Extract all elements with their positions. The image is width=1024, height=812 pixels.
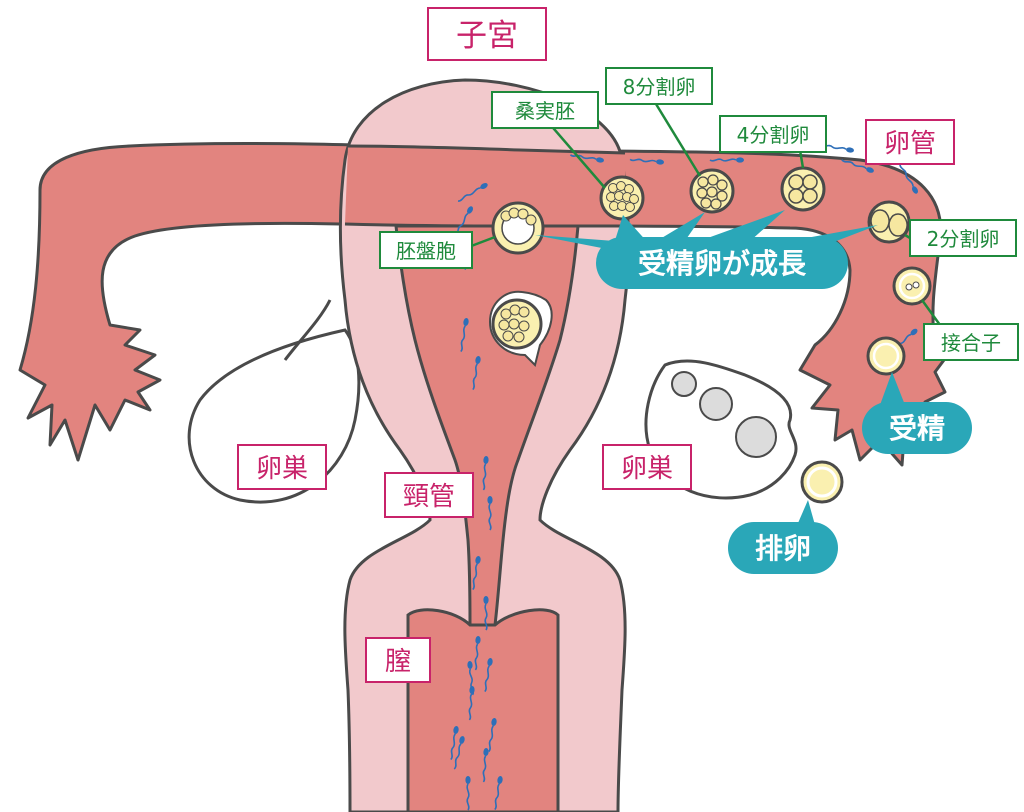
four-cell-label: 4分割卵 bbox=[719, 115, 827, 153]
svg-text:卵巣: 卵巣 bbox=[621, 454, 673, 484]
svg-text:4分割卵: 4分割卵 bbox=[737, 123, 810, 147]
zygote-cell bbox=[892, 266, 932, 306]
svg-text:接合子: 接合子 bbox=[941, 331, 1001, 355]
sperm bbox=[487, 496, 493, 531]
sperm bbox=[899, 163, 919, 194]
svg-text:桑実胚: 桑実胚 bbox=[515, 99, 575, 123]
sperm bbox=[482, 456, 489, 491]
zygote-label: 接合子 bbox=[923, 323, 1019, 361]
sperm bbox=[450, 726, 459, 761]
svg-text:卵巣: 卵巣 bbox=[256, 454, 308, 484]
fertilization-callout bbox=[862, 372, 972, 454]
sperm bbox=[472, 556, 481, 591]
sperm bbox=[483, 596, 489, 631]
implanted-blastocyst bbox=[488, 290, 553, 367]
uterus-label: 子宮 bbox=[427, 7, 547, 61]
svg-text:子宮: 子宮 bbox=[456, 18, 518, 54]
fertilization-callout-text: 受精 bbox=[889, 412, 945, 445]
sperm bbox=[474, 636, 481, 671]
sperm bbox=[482, 748, 489, 783]
svg-text:2分割卵: 2分割卵 bbox=[927, 227, 1000, 251]
right-ovary-label: 卵巣 bbox=[602, 444, 692, 490]
egg-fertilized bbox=[866, 336, 906, 376]
cervix-label: 頸管 bbox=[384, 472, 474, 518]
sperm-group bbox=[450, 144, 919, 811]
vagina-label: 膣 bbox=[365, 637, 431, 683]
svg-text:膣: 膣 bbox=[385, 647, 411, 677]
svg-text:胚盤胞: 胚盤胞 bbox=[396, 239, 456, 263]
sperm bbox=[841, 159, 874, 173]
sperm bbox=[484, 658, 493, 693]
sperm bbox=[457, 182, 488, 202]
follicle bbox=[671, 371, 697, 397]
two-cell-label: 2分割卵 bbox=[909, 219, 1017, 257]
oviduct-label: 卵管 bbox=[865, 119, 955, 165]
sperm bbox=[453, 736, 465, 770]
svg-text:卵管: 卵管 bbox=[884, 129, 936, 159]
svg-text:8分割卵: 8分割卵 bbox=[623, 75, 696, 99]
sperm bbox=[460, 318, 469, 353]
eight-cell-label: 8分割卵 bbox=[605, 67, 713, 105]
follicle bbox=[735, 416, 777, 458]
sperm bbox=[465, 776, 471, 811]
sperm bbox=[569, 154, 604, 163]
sperm bbox=[709, 157, 744, 163]
two-cell-embryo bbox=[867, 200, 911, 244]
ovulation-callout-text: 排卵 bbox=[755, 532, 811, 565]
growth-callout bbox=[535, 210, 878, 289]
egg-ovulated bbox=[800, 460, 844, 504]
growth-callout-text: 受精卵が成長 bbox=[638, 247, 807, 280]
four-cell-embryo bbox=[780, 166, 826, 212]
vagina-canal bbox=[406, 608, 560, 812]
sperm bbox=[629, 158, 664, 165]
sperm bbox=[467, 661, 475, 696]
blastocyst bbox=[491, 201, 545, 255]
left-ovary-label: 卵巣 bbox=[237, 444, 327, 490]
morula-label: 桑実胚 bbox=[491, 91, 599, 129]
sperm bbox=[494, 776, 503, 811]
sperm bbox=[488, 718, 497, 753]
tube-crossing-edge bbox=[347, 144, 626, 155]
ovulation-callout bbox=[728, 500, 838, 574]
eight-cell-embryo bbox=[689, 168, 735, 214]
svg-text:頸管: 頸管 bbox=[403, 482, 455, 512]
sperm bbox=[472, 356, 481, 391]
blastocyst-label: 胚盤胞 bbox=[379, 231, 473, 269]
morula bbox=[599, 175, 645, 221]
follicle bbox=[699, 387, 733, 421]
left-ovarian-ligament bbox=[283, 299, 332, 361]
